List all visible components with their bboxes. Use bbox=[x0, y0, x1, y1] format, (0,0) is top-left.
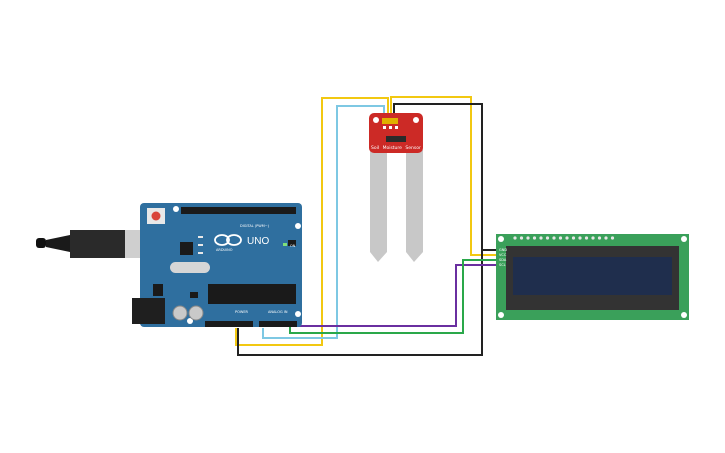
lcd-header-pin bbox=[578, 236, 582, 240]
dc-power-jack bbox=[132, 298, 165, 324]
crystal-oscillator bbox=[170, 262, 210, 273]
analog-header[interactable] bbox=[259, 321, 297, 327]
arduino-infinity-logo bbox=[214, 234, 242, 246]
lcd-pin-vcc: VCC bbox=[499, 253, 507, 257]
wire-lightblue-sensor-to-a0[interactable] bbox=[262, 105, 385, 339]
wire-yellow-sensor-to-5v[interactable] bbox=[235, 97, 389, 346]
wire-black-sensor-gnd[interactable] bbox=[237, 103, 483, 356]
power-header[interactable] bbox=[205, 321, 253, 327]
lcd-header-pin bbox=[558, 236, 563, 240]
lcd-pin-sda: SDA bbox=[499, 258, 507, 262]
power-header-label: POWER bbox=[235, 310, 249, 314]
usb-chip bbox=[180, 242, 193, 255]
lcd-header-pin bbox=[610, 236, 615, 240]
wire-purple-lcd-scl[interactable] bbox=[297, 264, 497, 327]
lcd-pin-gnd: GND bbox=[499, 248, 507, 252]
digital-header-label: DIGITAL (PWM~) bbox=[240, 224, 270, 228]
lcd-header-pin bbox=[552, 236, 556, 240]
lcd-header-pin bbox=[591, 236, 595, 240]
lcd-header-pin bbox=[597, 236, 602, 240]
lcd-header-pin bbox=[532, 236, 537, 240]
sensor-header[interactable] bbox=[382, 118, 398, 124]
lcd-header-pin bbox=[604, 236, 608, 240]
lcd-header-pin bbox=[584, 236, 589, 240]
power-led bbox=[283, 243, 287, 246]
lcd-screen bbox=[513, 257, 672, 295]
lcd-header-pin bbox=[513, 236, 517, 240]
sensor-label: Soil Moisture Sensor bbox=[371, 145, 421, 151]
sensor-probe-left bbox=[370, 150, 387, 262]
sensor-probe-right bbox=[406, 150, 423, 262]
lcd-header-pin bbox=[526, 236, 530, 240]
arduino-uno[interactable]: DIGITAL (PWM~) POWER ANALOG IN ON ARDUIN… bbox=[36, 203, 302, 327]
lcd-header-pin bbox=[571, 236, 576, 240]
lcd-pin-scl: SCL bbox=[499, 263, 506, 267]
soil-moisture-sensor[interactable]: Soil Moisture Sensor bbox=[369, 113, 423, 262]
lcd-top-pins bbox=[513, 236, 615, 240]
digital-header[interactable] bbox=[181, 207, 296, 214]
analog-header-label: ANALOG IN bbox=[268, 310, 288, 314]
wire-green-lcd-sda[interactable] bbox=[289, 259, 497, 334]
regulator bbox=[153, 284, 163, 296]
wire-yellow-lcd-vcc[interactable] bbox=[390, 96, 497, 256]
atmega-chip bbox=[208, 284, 296, 304]
lcd-pin-labels: GND VCC SDA SCL bbox=[499, 248, 507, 267]
arduino-brand: ARDUINO bbox=[216, 248, 233, 252]
power-led-label: ON bbox=[290, 244, 296, 248]
lcd-header-pin bbox=[565, 236, 569, 240]
capacitor-2 bbox=[188, 305, 204, 321]
usb-cable bbox=[36, 230, 147, 258]
lcd-header-pin bbox=[545, 236, 550, 240]
arduino-model: UNO bbox=[247, 236, 269, 247]
lcd-display[interactable]: GND VCC SDA SCL bbox=[496, 234, 689, 320]
capacitor-1 bbox=[172, 305, 188, 321]
lcd-header-pin bbox=[539, 236, 543, 240]
lcd-header-pin bbox=[519, 236, 524, 240]
wires bbox=[235, 96, 497, 356]
